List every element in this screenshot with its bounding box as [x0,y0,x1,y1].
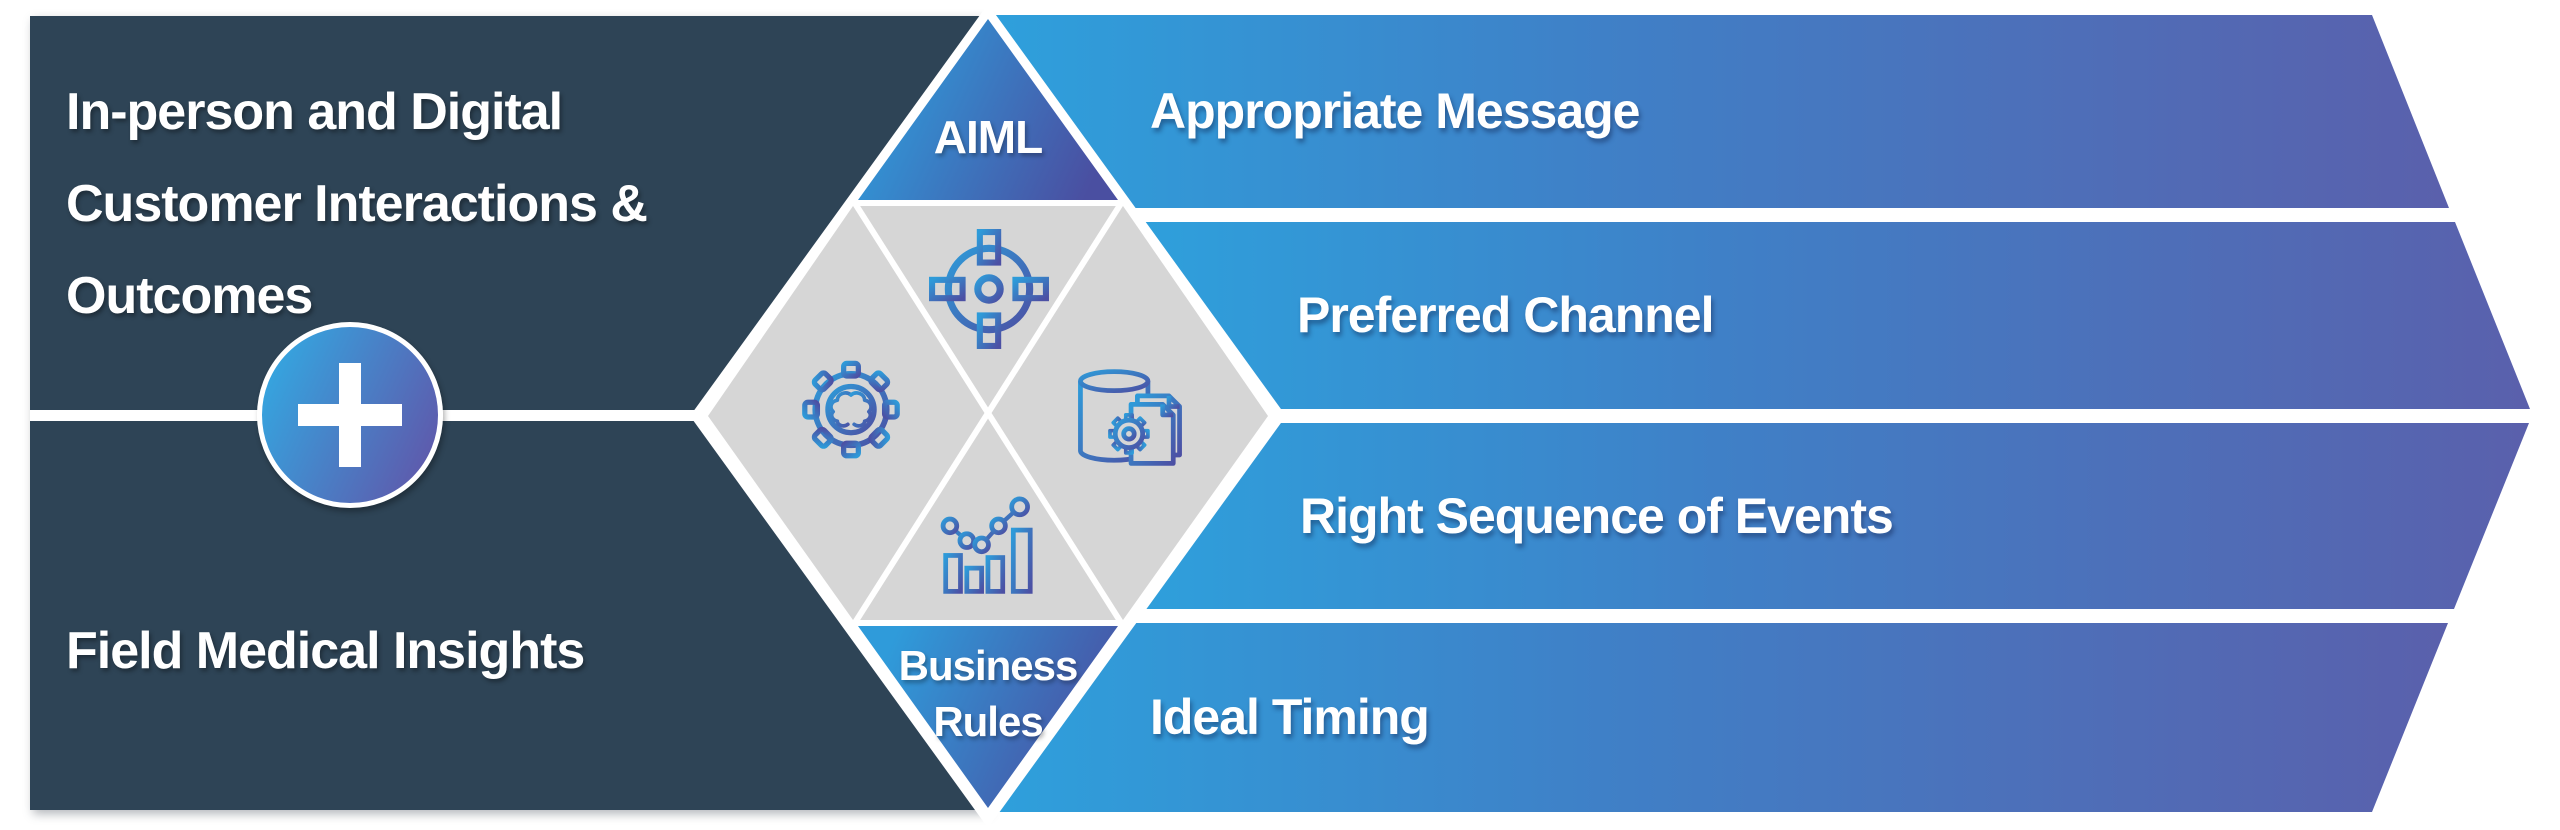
arrow-band-preferred-channel [1134,222,2530,409]
business-rules-line1: Business [898,642,1079,689]
aiml-label: AIML [933,111,1043,163]
arrow-label-right-sequence: Right Sequence of Events [1300,488,1894,544]
panel-title-line2: Customer Interactions & [66,175,648,233]
arrow-label-appropriate-message: Appropriate Message [1150,83,1640,139]
panel-title-line1: In-person and Digital [66,83,563,141]
business-rules-label: Business Rules [868,638,1108,750]
panel-title-line3: Outcomes [66,267,313,325]
panel-subtitle: Field Medical Insights [66,622,585,680]
arrow-band-ideal-timing [988,623,2448,812]
plus-icon [257,322,443,508]
business-rules-line2: Rules [933,698,1043,745]
arrow-label-preferred-channel: Preferred Channel [1297,287,1714,343]
arrow-band-right-sequence [1130,423,2529,609]
arrow-band-appropriate-message [988,15,2449,208]
arrow-label-ideal-timing: Ideal Timing [1150,689,1430,745]
plus-icon-vbar [339,363,361,467]
panel-title: In-person and Digital Customer Interacti… [66,66,726,342]
